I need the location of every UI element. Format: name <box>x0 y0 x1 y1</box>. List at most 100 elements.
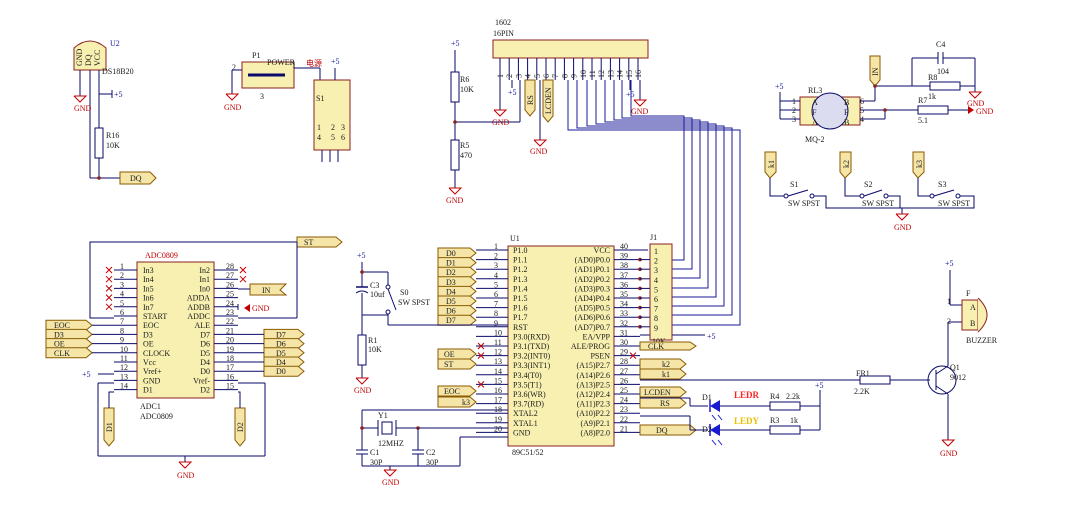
u1-pin-name-40: VCC <box>594 246 610 255</box>
net-dq-sensor <box>119 171 157 185</box>
mcu-misc-nets: OE ST EOC k3 <box>437 348 477 408</box>
adc-ref2: ADC1 <box>140 402 161 411</box>
net-st-mcu <box>437 358 477 370</box>
adc-pin-name-22: ALE <box>194 321 210 330</box>
gnd-adc-addr: GND <box>252 304 270 313</box>
u1-pin-name-3: P1.2 <box>513 265 527 274</box>
adc-pin-name-9: OE <box>143 340 154 349</box>
vcc-lcd-bl: +5 <box>626 90 635 99</box>
j1-pin-2: 2 <box>654 257 658 266</box>
svg-text:B: B <box>844 98 849 107</box>
adc-pin-1: 1 <box>120 262 124 271</box>
gnd-keys: GND <box>894 223 912 232</box>
net-d0-mcu <box>437 247 477 259</box>
j1-pin-1: 1 <box>654 247 658 256</box>
j1-pin-3: 3 <box>654 266 658 275</box>
adc-pin-name-14: D1 <box>143 386 153 395</box>
svg-text:A: A <box>812 118 818 127</box>
net-d5-adc <box>263 347 305 359</box>
lcd-pin-11: 11 <box>588 70 597 78</box>
net-d4-mcu <box>437 285 477 297</box>
net-d1-adc <box>103 407 115 447</box>
u1-pin-name-8: P1.7 <box>513 313 527 322</box>
q1-ref: Q1 <box>950 363 960 372</box>
adc-pin-name-21: D7 <box>200 330 210 339</box>
lcd-pin-10: 10 <box>579 70 588 78</box>
net-d6-adc <box>263 338 305 350</box>
u1-pin-6: 6 <box>494 290 498 299</box>
j1-pin-7: 7 <box>654 305 658 314</box>
adc-pin-10: 10 <box>120 345 128 354</box>
c3-val: 10uf <box>370 290 385 299</box>
net-d1-mcu <box>437 257 477 269</box>
adc-pin-name-10: CLOCK <box>143 349 170 358</box>
lcd-pin-8: 8 <box>560 74 569 78</box>
vcc-r6: +5 <box>451 39 460 48</box>
adc-pin-name-24: ADDB <box>187 303 210 312</box>
ds18b20-pin-dq: DQ <box>84 54 93 66</box>
adc-pin-name-3: In5 <box>143 284 154 293</box>
c1-val: 30P <box>370 458 383 467</box>
buzzer-part: BUZZER <box>966 336 998 345</box>
adc-pin-name-6: START <box>143 312 167 321</box>
buzzer-b: B <box>970 319 975 328</box>
adc-pin-name-16: Vref- <box>193 376 210 385</box>
lcd-pin-5: 5 <box>533 74 542 78</box>
p1-pin3: 3 <box>260 92 264 101</box>
gnd-power-symbol <box>225 93 240 101</box>
u1-pin-name-38: (AD1)P0.1 <box>575 265 610 274</box>
ds18b20-ref: U2 <box>110 39 120 48</box>
u1-pin-name-2: P1.1 <box>513 256 527 265</box>
j1-pin-6: 6 <box>654 295 658 304</box>
u1-pin-name-11: P3.1(TXD) <box>513 342 550 351</box>
buzzer-pin2: 2 <box>947 317 951 326</box>
adc-pin-23: 23 <box>226 308 234 317</box>
u1-pin-27: 27 <box>620 367 628 376</box>
net-lcden-lcd-label: LCDEN <box>544 87 553 114</box>
buzzer-a: A <box>970 303 976 312</box>
u1-pin-17: 17 <box>494 396 502 405</box>
net-k3-mcu <box>437 396 477 408</box>
buzzer-driver: FR1 2.2K Q1 9012 GND +5 1 2 F A B BUZZER <box>854 259 998 458</box>
vcc-led: +5 <box>815 381 824 390</box>
p1-pin1: 1 <box>292 61 296 70</box>
adc-pin-9: 9 <box>120 336 124 345</box>
s0-type: SW SPST <box>398 298 430 307</box>
u1-pin-name-35: (AD4)P0.4 <box>575 294 610 303</box>
adc-ref: ADC0809 <box>145 251 178 260</box>
gnd-lcd: GND <box>492 118 510 127</box>
key-switches: k1 k2 k3 S1 S2 S3 SW SPST SW SPST SW SPS… <box>764 151 975 232</box>
adc-pin-name-15: D2 <box>200 386 210 395</box>
u1-pin-36: 36 <box>620 280 628 289</box>
led-indicators: D1 LEDR R4 2.2k +5 D2 LEDY R3 1k <box>640 381 824 446</box>
net-oe-mcu-label: OE <box>444 350 455 359</box>
u1-pin-name-13: P3.3(INT1) <box>513 361 550 370</box>
net-d3-mcu-label: D3 <box>446 278 456 287</box>
u1-pin-25: 25 <box>620 386 628 395</box>
u1-part: 89C51/52 <box>512 448 544 457</box>
u1-pin-name-20: GND <box>513 428 531 437</box>
ds18b20-sensor: U2 DS18B20 GND DQ VCC R16 10K DQ +5 GND <box>73 39 157 185</box>
u1-pin-name-28: (A15)P2.7 <box>576 361 610 370</box>
u1-pin-4: 4 <box>494 271 498 280</box>
u1-pin-39: 39 <box>620 252 628 261</box>
net-eoc-adc <box>45 319 93 331</box>
buzzer-pin1: 1 <box>947 297 951 306</box>
adc-pin-15: 15 <box>226 382 234 391</box>
j1-pin-4: 4 <box>654 276 658 285</box>
u1-pin-name-12: P3.2(INT0) <box>513 352 550 361</box>
adc-pin-17: 17 <box>226 363 234 372</box>
adc-pin-25: 25 <box>226 290 234 299</box>
net-d6-adc-label: D6 <box>276 340 286 349</box>
u1-pin-name-1: P1.0 <box>513 246 527 255</box>
net-k3-key-label: k3 <box>915 160 924 168</box>
ds18b20-pin-vcc: VCC <box>93 50 102 66</box>
adc-pin-14: 14 <box>120 382 128 391</box>
u1-pin-30: 30 <box>620 338 628 347</box>
vcc-adc: +5 <box>82 370 91 379</box>
net-rs-lcd <box>524 79 536 117</box>
q1-part: 9012 <box>950 373 966 382</box>
u1-pin-name-4: P1.3 <box>513 275 527 284</box>
